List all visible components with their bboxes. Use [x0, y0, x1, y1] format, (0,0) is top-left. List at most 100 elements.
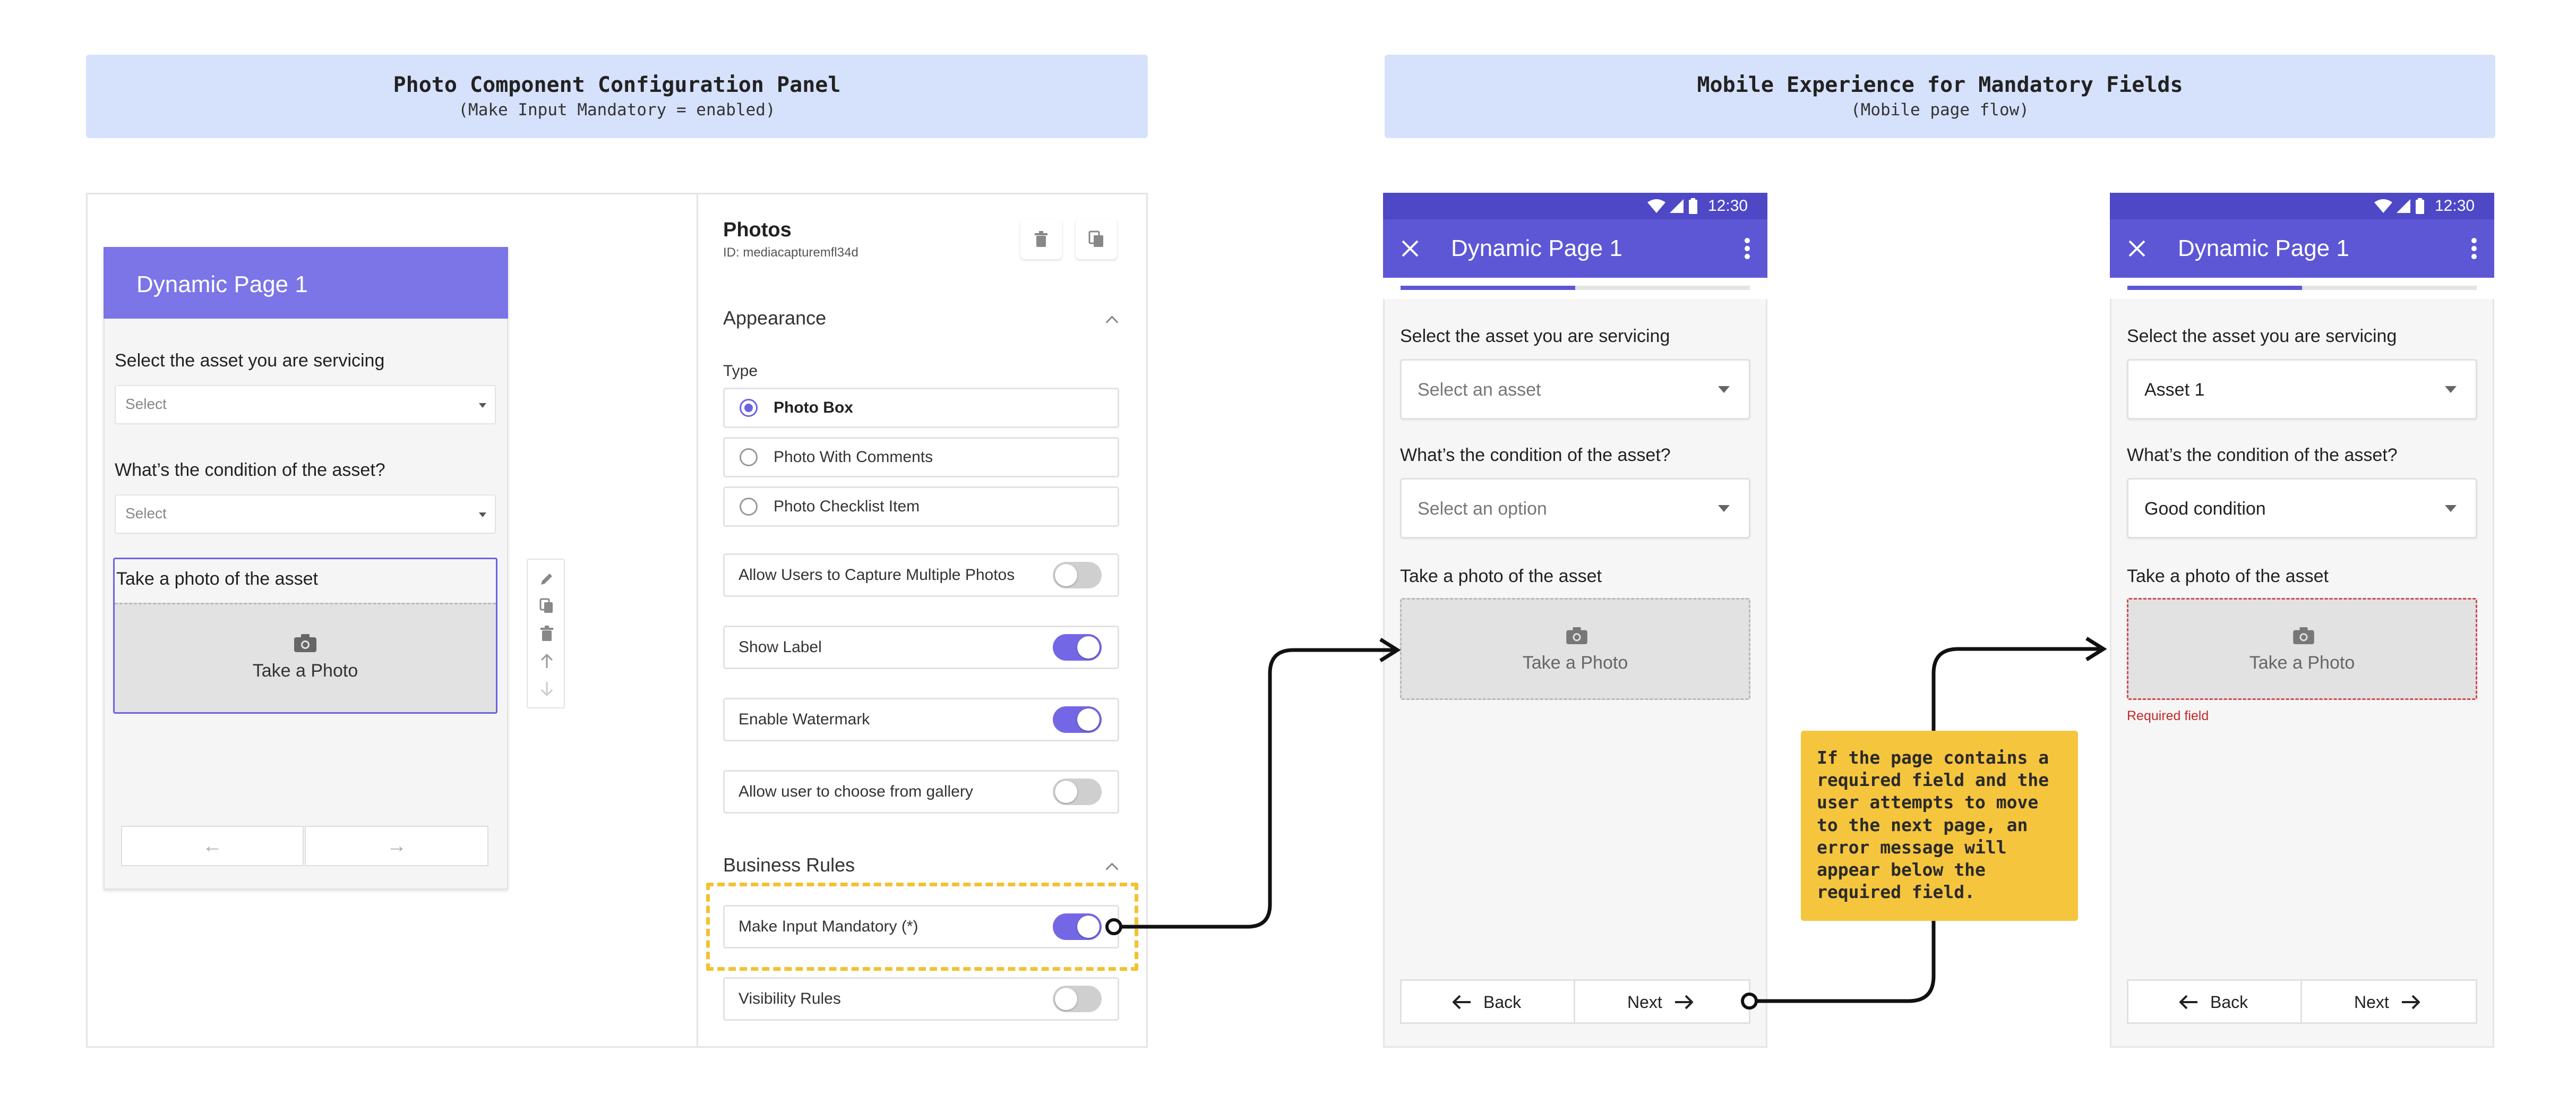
editor-q2-select[interactable]: Select [115, 494, 496, 534]
editor-photo-box[interactable]: Take a Photo [115, 603, 496, 712]
duplicate-component-button[interactable] [1076, 219, 1117, 259]
component-id: ID: mediacapturemfl34d [723, 245, 858, 260]
type-option-photo-with-comments[interactable]: Photo With Comments [723, 437, 1119, 477]
toggle-label: Allow Users to Capture Multiple Photos [739, 566, 1015, 584]
visibility-toggle[interactable] [1053, 986, 1102, 1012]
caret-down-icon [2445, 505, 2457, 512]
mobile-q1-value: Select an asset [1418, 380, 1541, 400]
show-label-toggle[interactable] [1053, 634, 1102, 661]
camera-icon [1566, 627, 1587, 644]
arrow-left-icon [1453, 995, 1471, 1010]
back-button[interactable]: Back [1400, 979, 1575, 1024]
arrow-right-icon [1675, 995, 1693, 1010]
signal-icon [1670, 199, 1684, 213]
editor-next-button[interactable]: → [305, 826, 488, 866]
type-option-photo-checklist-item[interactable]: Photo Checklist Item [723, 486, 1119, 527]
right-banner: Mobile Experience for Mandatory Fields (… [1385, 55, 2495, 138]
toggle-label: Make Input Mandatory (*) [739, 918, 918, 935]
mobile-q2-label: What’s the condition of the asset? [1400, 445, 1671, 465]
editor-prev-button[interactable]: ← [121, 826, 304, 866]
trash-icon[interactable] [539, 626, 554, 642]
mobile-q1-label: Select the asset you are servicing [2127, 326, 2397, 346]
mobile-page-title: Dynamic Page 1 [1451, 235, 1622, 261]
copy-icon [1088, 230, 1103, 247]
multiple-photos-toggle[interactable] [1053, 562, 1102, 588]
editor-q2-placeholder: Select [125, 505, 167, 522]
type-option-photo-box[interactable]: Photo Box [723, 388, 1119, 428]
copy-icon[interactable] [539, 598, 554, 614]
wifi-icon [1647, 199, 1665, 213]
component-name: Photos [723, 219, 792, 241]
arrow-up-icon[interactable] [539, 653, 554, 669]
left-banner-title: Photo Component Configuration Panel [393, 73, 841, 97]
pencil-icon[interactable] [539, 571, 554, 586]
wifi-icon [2374, 199, 2392, 213]
camera-icon [294, 634, 316, 652]
camera-icon [2293, 627, 2314, 644]
mandatory-toggle[interactable] [1053, 913, 1102, 940]
caret-down-icon [1718, 386, 1730, 393]
more-vertical-icon[interactable] [2471, 237, 2477, 260]
progress-fill [1401, 286, 1575, 290]
mobile-q1-label: Select the asset you are servicing [1400, 326, 1670, 346]
type-label: Type [723, 362, 758, 380]
right-banner-title: Mobile Experience for Mandatory Fields [1697, 73, 2183, 97]
status-time: 12:30 [1708, 197, 1748, 215]
caret-down-icon [479, 403, 486, 408]
explanation-note-overlay: If the page contains a required field an… [1801, 731, 2078, 921]
watermark-toggle[interactable] [1053, 706, 1102, 733]
mobile-photo-box[interactable]: Take a Photo [1400, 598, 1750, 700]
editor-q1-placeholder: Select [125, 396, 167, 412]
toggle-row-mandatory: Make Input Mandatory (*) [723, 905, 1119, 948]
mobile-page-title: Dynamic Page 1 [2178, 235, 2349, 261]
progress-fill [2127, 286, 2302, 290]
editor-photo-component[interactable]: Take a photo of the asset Take a Photo [113, 558, 497, 714]
close-icon[interactable] [1401, 240, 1419, 258]
toggle-row-multiple-photos: Allow Users to Capture Multiple Photos [723, 553, 1119, 597]
mobile-q1-select[interactable]: Asset 1 [2127, 359, 2477, 420]
required-field-error: Required field [2127, 708, 2209, 723]
mobile-q1-select[interactable]: Select an asset [1400, 359, 1750, 420]
toggle-label: Visibility Rules [739, 990, 841, 1007]
back-button[interactable]: Back [2127, 979, 2302, 1024]
editor-q1-select[interactable]: Select [115, 385, 496, 424]
mobile-q2-select[interactable]: Select an option [1400, 478, 1750, 539]
component-toolbar [527, 559, 565, 708]
progress-track [1401, 286, 1750, 290]
more-vertical-icon[interactable] [1744, 237, 1750, 260]
progress-track [2127, 286, 2477, 290]
radio-selected-icon [740, 399, 758, 417]
connector-start-dot [1741, 993, 1758, 1010]
gallery-toggle[interactable] [1053, 779, 1102, 805]
mobile-q2-select[interactable]: Good condition [2127, 478, 2477, 539]
mobile-photo-box-error[interactable]: Take a Photo [2127, 598, 2477, 700]
toggle-row-show-label: Show Label [723, 626, 1119, 669]
arrowhead [1379, 638, 1401, 662]
panel-divider [697, 194, 698, 1046]
mobile-q2-value: Select an option [1418, 499, 1547, 519]
arrow-down-icon[interactable] [539, 681, 554, 697]
mobile-q2-value: Good condition [2144, 499, 2266, 519]
caret-down-icon [1718, 505, 1730, 512]
radio-unselected-icon [740, 498, 758, 516]
next-button[interactable]: Next [2302, 979, 2477, 1024]
battery-icon [1689, 198, 1697, 214]
editor-q1-label: Select the asset you are servicing [115, 351, 385, 371]
type-option-label: Photo Checklist Item [774, 498, 920, 515]
radio-unselected-icon [740, 448, 758, 466]
mobile-app-bar: Dynamic Page 1 [1383, 219, 1767, 278]
trash-icon [1035, 231, 1047, 247]
type-option-label: Photo With Comments [774, 448, 933, 466]
close-icon[interactable] [2128, 240, 2146, 258]
signal-icon [2397, 199, 2410, 213]
editor-photo-text: Take a Photo [252, 661, 358, 681]
connector-mandatory-to-photo [1114, 648, 1396, 929]
editor-q2-label: What’s the condition of the asset? [115, 460, 385, 480]
right-banner-subtitle: (Mobile page flow) [1851, 100, 2029, 119]
next-button[interactable]: Next [1575, 979, 1750, 1024]
next-button-label: Next [1627, 993, 1662, 1012]
toggle-row-gallery: Allow user to choose from gallery [723, 770, 1119, 814]
delete-component-button[interactable] [1020, 219, 1062, 259]
status-bar: 12:30 [2110, 193, 2494, 219]
